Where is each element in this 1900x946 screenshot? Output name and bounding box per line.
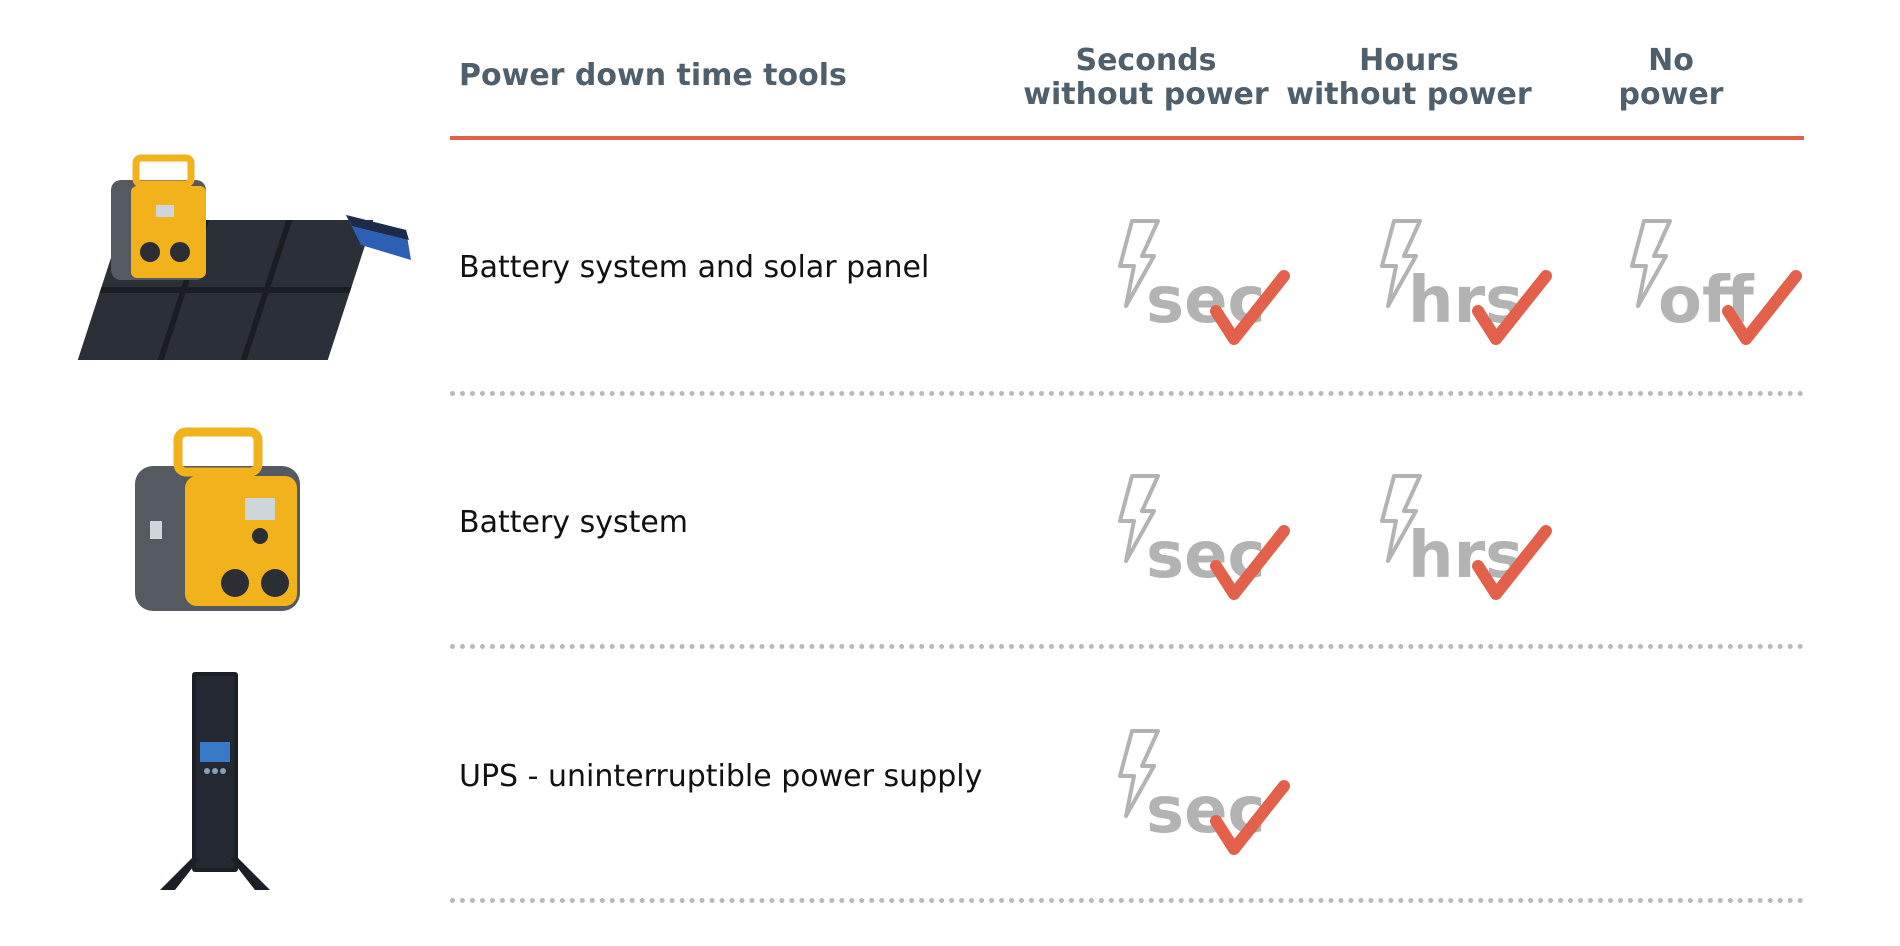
column-header-line: No [1648, 43, 1694, 78]
table-title: Power down time tools [459, 58, 847, 93]
column-header-line: without power [1286, 77, 1532, 112]
row-label-battery-solar: Battery system and solar panel [459, 250, 930, 285]
column-header-line: Seconds [1075, 43, 1217, 78]
sec-mark-icon: sec [1118, 729, 1290, 855]
column-header-hours: Hours without power [1279, 44, 1539, 112]
column-header-seconds: Seconds without power [1016, 44, 1276, 112]
row-label-ups: UPS - uninterruptible power supply [459, 759, 983, 794]
sec-mark-icon: sec [1118, 219, 1290, 345]
column-header-no-power: No power [1541, 44, 1801, 112]
row-divider [450, 644, 1804, 649]
tower-ups-unit-image [160, 672, 270, 890]
hrs-mark-icon: hrs [1380, 474, 1552, 600]
column-header-line: power [1618, 77, 1724, 112]
row-divider [450, 898, 1804, 903]
off-mark-icon: off [1630, 219, 1802, 345]
hrs-mark-icon: hrs [1380, 219, 1552, 345]
header-divider [450, 136, 1804, 140]
row-divider [450, 391, 1804, 396]
row-label-battery-system: Battery system [459, 505, 689, 540]
battery-solar-kit-image [77, 154, 411, 360]
column-header-line: Hours [1359, 43, 1459, 78]
column-header-line: without power [1023, 77, 1269, 112]
sec-mark-icon: sec [1118, 474, 1290, 600]
portable-battery-station-image [135, 427, 300, 611]
